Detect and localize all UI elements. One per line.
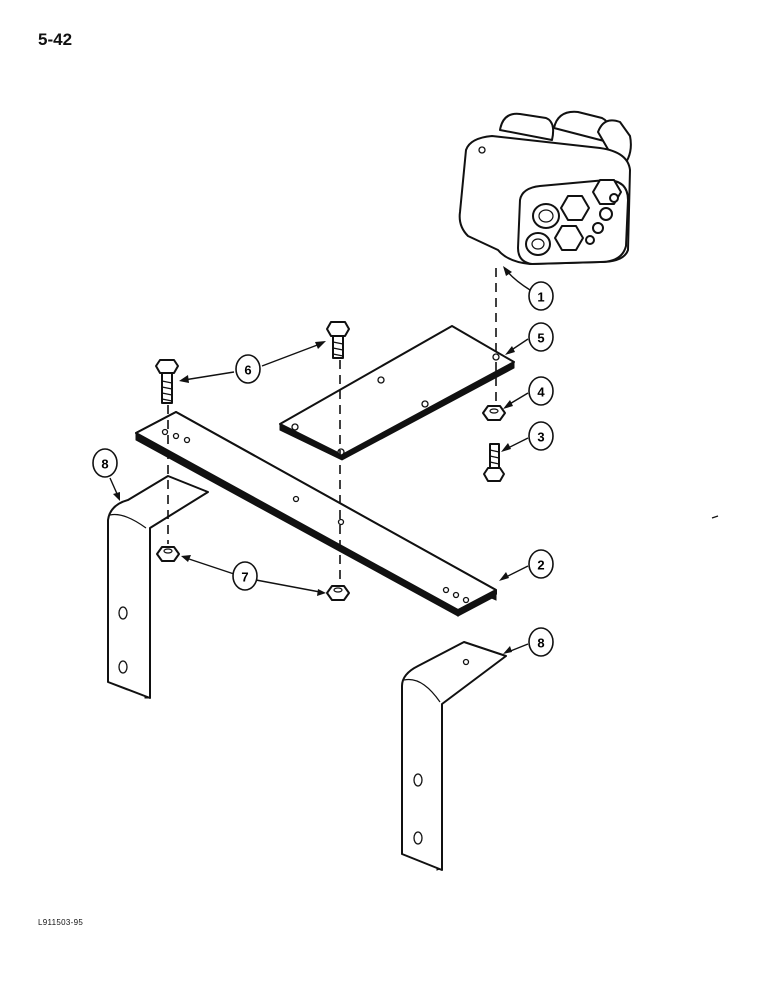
callout-3: 3 xyxy=(528,421,554,451)
callout-5-label: 5 xyxy=(537,331,544,346)
callout-1-label: 1 xyxy=(537,290,544,305)
callout-4: 4 xyxy=(528,376,554,406)
callout-6: 6 xyxy=(235,354,261,384)
right-support-bracket xyxy=(401,641,507,871)
upper-mounting-plate xyxy=(279,325,515,461)
callout-2-label: 2 xyxy=(537,558,544,573)
margin-mark xyxy=(711,515,719,519)
callout-4-label: 4 xyxy=(537,385,545,400)
callout-8-left-label: 8 xyxy=(101,457,108,472)
valve-block xyxy=(458,110,632,265)
nut-center xyxy=(326,585,350,601)
callout-8-right: 8 xyxy=(528,627,554,657)
page-number: 5-42 xyxy=(38,30,73,49)
bolt-center xyxy=(326,321,350,359)
long-mounting-bar xyxy=(135,411,497,617)
callout-8-left: 8 xyxy=(92,448,118,478)
figure-reference: L911503-95 xyxy=(38,918,84,927)
callout-7: 7 xyxy=(232,561,258,591)
callout-8-right-label: 8 xyxy=(537,636,544,651)
bolt-right xyxy=(483,443,505,482)
bolt-left xyxy=(155,359,179,404)
callout-6-label: 6 xyxy=(244,363,251,378)
callout-3-label: 3 xyxy=(537,430,544,445)
callout-2: 2 xyxy=(528,549,554,579)
callout-5: 5 xyxy=(528,322,554,352)
callout-7-label: 7 xyxy=(241,570,248,585)
callout-1: 1 xyxy=(528,281,554,311)
nut-right xyxy=(482,405,506,421)
nut-left xyxy=(156,546,180,562)
left-support-bracket xyxy=(107,475,209,699)
